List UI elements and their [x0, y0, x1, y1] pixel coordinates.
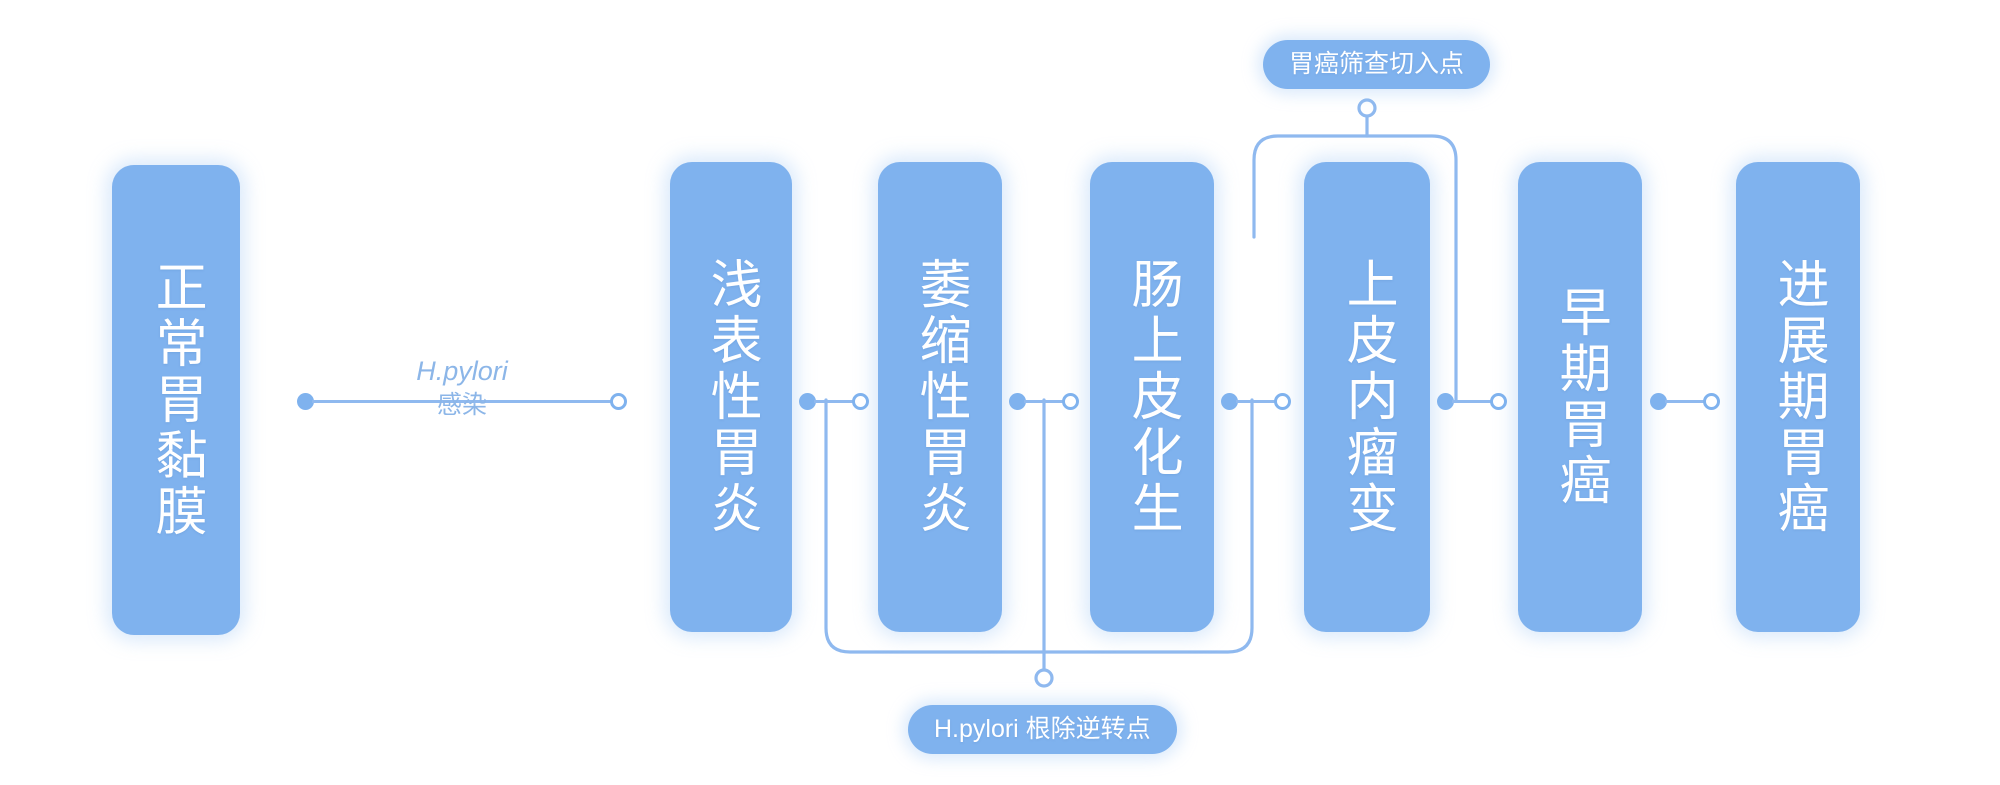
annotation-hpylori-eradication-reversal[interactable]: H.pylori 根除逆转点 [908, 705, 1177, 755]
node-superficial-gastritis[interactable]: 浅表性胃炎 [670, 162, 792, 632]
screening-bracket-anchor-ring [1357, 98, 1377, 118]
connector-source-dot [1221, 392, 1238, 410]
connector-atrophic-to-metaplasia [1009, 388, 1079, 414]
connector-line [1024, 399, 1064, 403]
node-label: 进展期胃癌 [1769, 257, 1828, 537]
node-intestinal-metaplasia[interactable]: 肠上皮化生 [1090, 162, 1214, 632]
connector-target-ring [1703, 392, 1720, 410]
connector-line [312, 399, 612, 403]
connector-superficial-to-atrophic [799, 388, 869, 414]
node-label: 浅表性胃炎 [702, 257, 761, 537]
connector-normal-to-superficial [297, 388, 627, 414]
edge-label-line2: 感染 [436, 390, 487, 419]
node-label: 正常胃黏膜 [147, 260, 206, 540]
node-early-gastric-cancer[interactable]: 早期胃癌 [1518, 162, 1642, 632]
connector-line [1452, 399, 1492, 403]
connector-source-dot [1650, 392, 1667, 410]
connector-target-ring [1062, 392, 1079, 410]
connector-line [1665, 399, 1705, 403]
node-intraepithelial-neoplasia[interactable]: 上皮内瘤变 [1304, 162, 1430, 632]
node-label: 萎缩性胃炎 [911, 257, 970, 537]
edge-label-hpylori-infection: H.pylori 感染 [352, 354, 572, 421]
connector-metaplasia-to-neoplasia [1221, 388, 1291, 414]
connector-target-ring [1274, 392, 1291, 410]
connector-source-dot [1009, 392, 1026, 410]
annotation-screening-entry-point[interactable]: 胃癌筛查切入点 [1263, 40, 1491, 90]
connector-source-dot [1437, 392, 1454, 410]
connector-source-dot [799, 392, 816, 410]
connector-target-ring [1490, 392, 1507, 410]
eradication-bracket-anchor-ring [1034, 668, 1054, 688]
connector-neoplasia-to-early-cancer [1437, 388, 1507, 414]
node-normal-mucosa[interactable]: 正常胃黏膜 [112, 165, 240, 635]
edge-label-line1: H.pylori [416, 356, 508, 386]
node-label: 肠上皮化生 [1123, 257, 1182, 537]
node-label: 早期胃癌 [1551, 285, 1610, 509]
connector-source-dot [297, 392, 314, 410]
connector-target-ring [610, 392, 627, 410]
connector-early-to-advanced-cancer [1650, 388, 1720, 414]
connector-target-ring [852, 392, 869, 410]
connector-line [1236, 399, 1276, 403]
node-atrophic-gastritis[interactable]: 萎缩性胃炎 [878, 162, 1002, 632]
connector-line [814, 399, 854, 403]
node-label: 上皮内瘤变 [1338, 257, 1397, 537]
node-advanced-gastric-cancer[interactable]: 进展期胃癌 [1736, 162, 1860, 632]
